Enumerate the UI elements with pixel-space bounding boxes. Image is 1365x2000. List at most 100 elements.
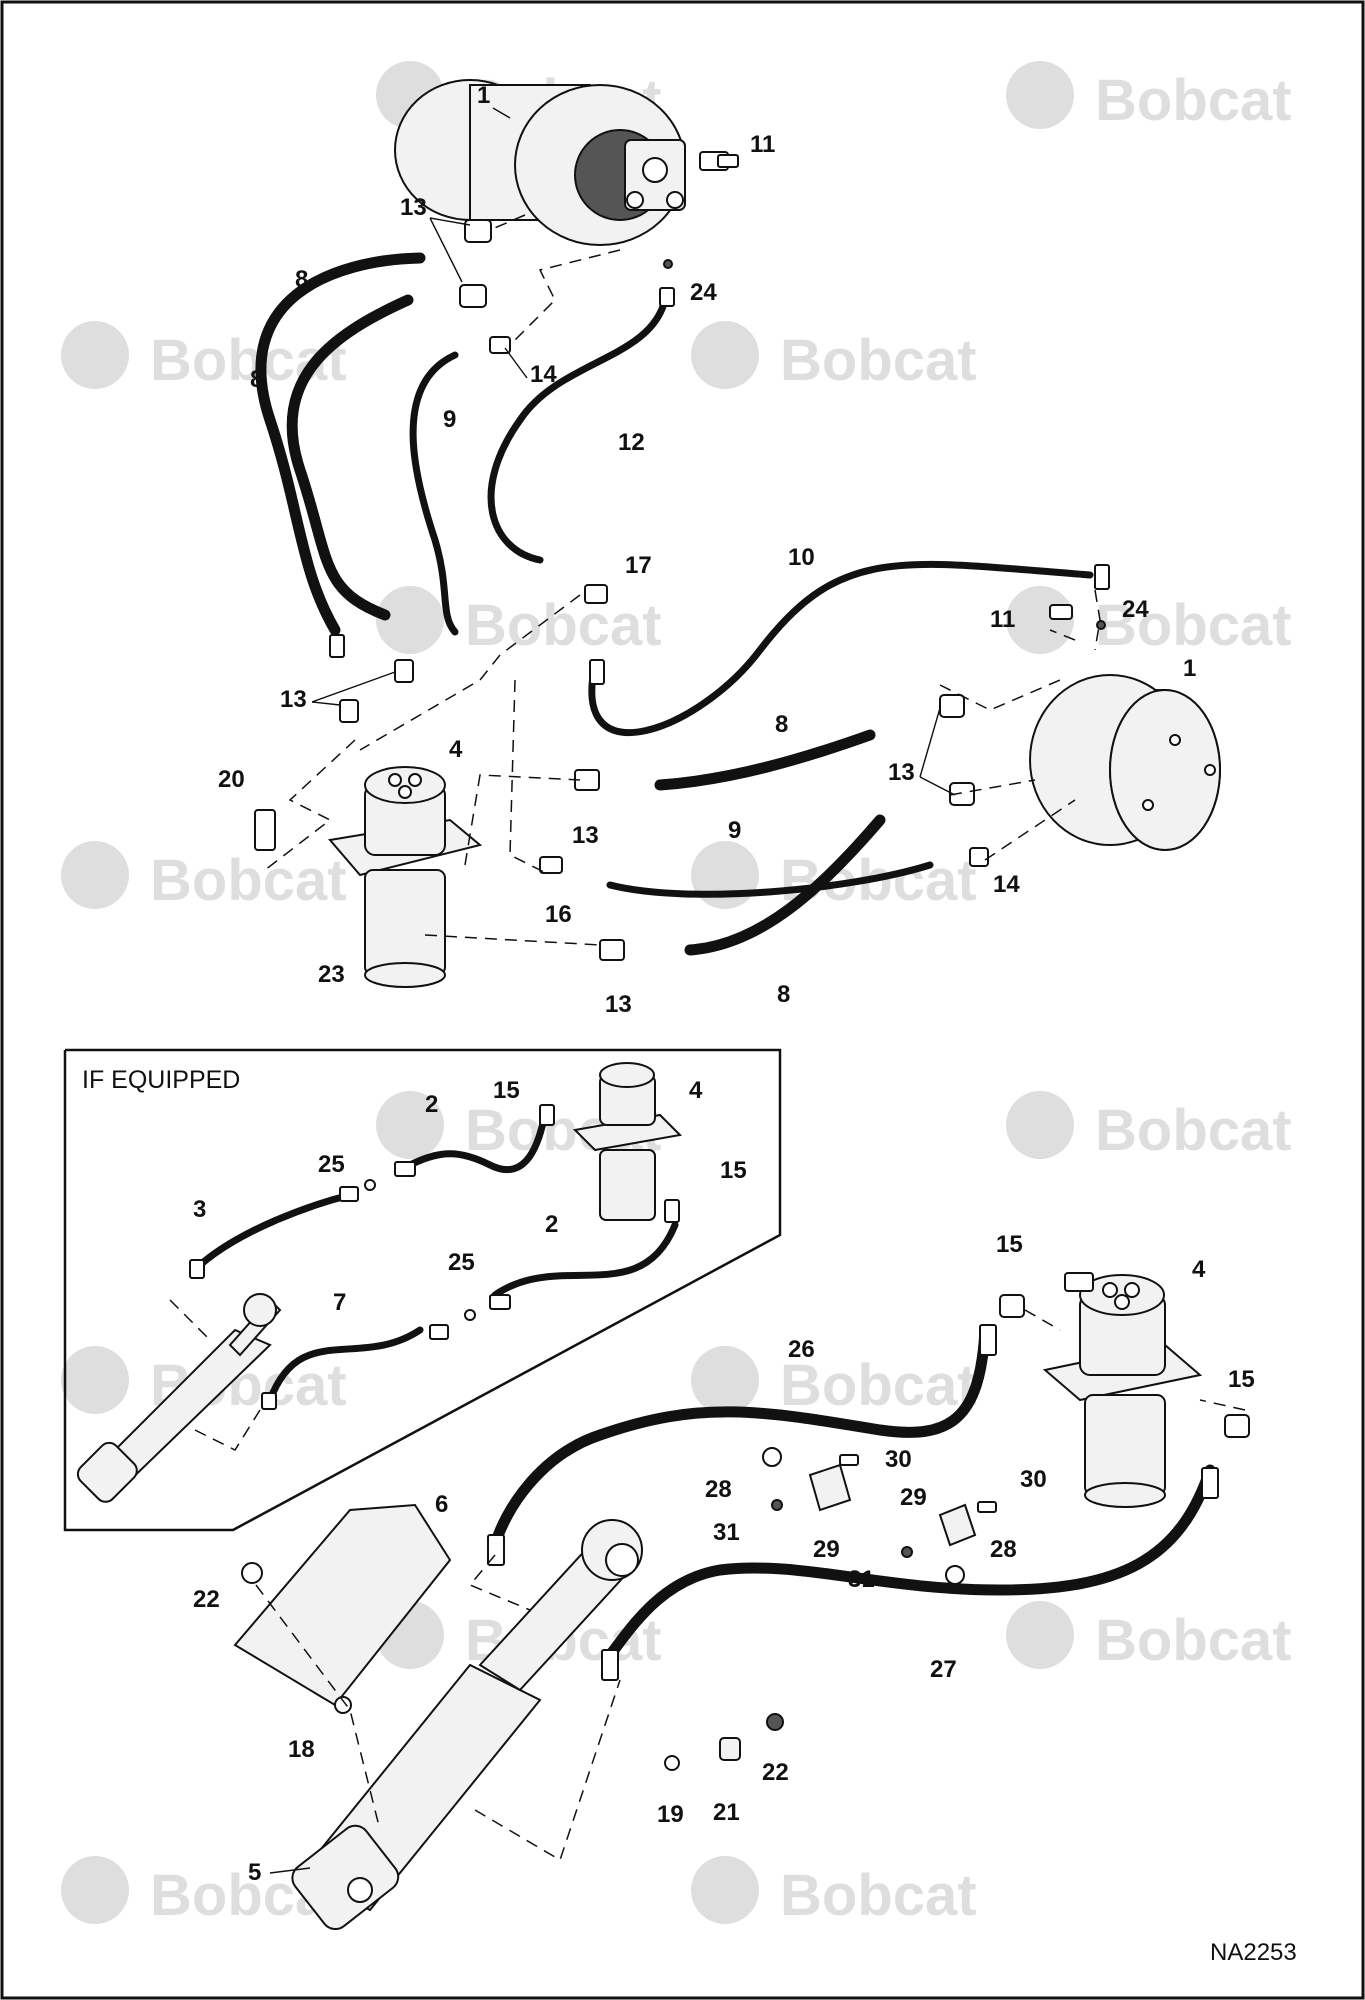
watermark-text: Bobcat	[465, 593, 662, 658]
drawing-id: NA2253	[1210, 1939, 1297, 1966]
hose-8-left-b	[286, 294, 414, 621]
callout-label: 24	[1122, 596, 1149, 623]
bobcat-head-icon	[691, 321, 759, 389]
hose-10	[588, 560, 1094, 737]
callout-label: 8	[250, 366, 263, 393]
callout-label: 16	[545, 901, 572, 928]
watermark-logo: Bobcat	[691, 1346, 977, 1418]
watermark-text: Bobcat	[780, 1863, 977, 1928]
watermark-text: Bobcat	[150, 848, 347, 913]
watermark-logo: Bobcat	[1006, 61, 1292, 133]
bobcat-head-icon	[61, 841, 129, 909]
watermark-logo: Bobcat	[1006, 1601, 1292, 1673]
callout-label: 30	[885, 1446, 912, 1473]
callout-label: 8	[295, 266, 308, 293]
callout-label: 4	[689, 1077, 703, 1104]
watermark-logo: Bobcat	[691, 841, 977, 913]
watermark-text: Bobcat	[1095, 1608, 1292, 1673]
hose-2-upper	[406, 1111, 549, 1174]
travel-motor-right	[1029, 674, 1221, 851]
washer-19	[664, 1755, 680, 1771]
swivel-inset	[572, 1062, 683, 1221]
callout-label: 18	[288, 1736, 315, 1763]
callout-label: 25	[448, 1249, 475, 1276]
hose-9-lower	[606, 861, 934, 898]
watermark-logo: Bobcat	[691, 1856, 977, 1928]
callout-label: 9	[443, 406, 456, 433]
nut-22-right	[766, 1713, 784, 1731]
bobcat-head-icon	[691, 1856, 759, 1924]
bobcat-head-icon	[61, 1856, 129, 1924]
elbow-15-lower-a	[999, 1294, 1025, 1318]
callout-label: 4	[449, 736, 463, 763]
nut-22-left	[241, 1562, 263, 1584]
watermark-logo: Bobcat	[61, 841, 347, 913]
clamp-assembly-lower	[901, 1501, 997, 1585]
elbow-15-lower-b	[1224, 1414, 1250, 1438]
watermark-group: Bobcat Bobcat Bobcat Bobcat Bobcat Bobca…	[61, 61, 1292, 1928]
callout-label: 22	[193, 1586, 220, 1613]
callout-label: 31	[848, 1566, 875, 1593]
hose-8-right-b	[684, 814, 886, 956]
cylinder-inset	[76, 1293, 282, 1503]
callout-label: 15	[996, 1231, 1023, 1258]
callout-label: 21	[713, 1799, 740, 1826]
callout-label: 31	[713, 1519, 740, 1546]
bobcat-head-icon	[61, 1346, 129, 1414]
watermark-text: Bobcat	[1095, 593, 1292, 658]
callout-label: 11	[750, 131, 775, 158]
hose-7	[266, 1326, 424, 1404]
callout-label: 1	[1183, 655, 1196, 682]
hose-2-lower	[491, 1221, 679, 1299]
callout-label: 2	[425, 1091, 438, 1118]
callout-label: 20	[218, 766, 245, 793]
callout-label: 2	[545, 1211, 558, 1238]
callout-label: 14	[530, 361, 557, 388]
callout-label: 29	[900, 1484, 927, 1511]
washer-18	[334, 1696, 352, 1714]
callout-label: 14	[993, 871, 1020, 898]
callout-label: 5	[248, 1859, 261, 1886]
callout-label: 13	[888, 759, 915, 786]
dashed-connections-lower	[255, 1309, 1246, 1862]
bobcat-head-icon	[691, 1346, 759, 1414]
callout-label: 4	[1192, 1256, 1206, 1283]
callout-label: 11	[990, 606, 1015, 633]
callout-label: 7	[333, 1289, 346, 1316]
callout-label: 27	[930, 1656, 957, 1683]
bobcat-head-icon	[1006, 586, 1074, 654]
callout-label: 8	[777, 981, 790, 1008]
callout-label: 10	[788, 544, 815, 571]
callout-label: 6	[435, 1491, 448, 1518]
callout-label: 12	[618, 429, 645, 456]
bobcat-head-icon	[376, 1091, 444, 1159]
dashed-connections-upper	[264, 214, 1101, 946]
watermark-logo: Bobcat	[1006, 1091, 1292, 1163]
callout-label: 8	[775, 711, 788, 738]
hose-12	[487, 296, 669, 564]
callout-label: 13	[280, 686, 307, 713]
inset-parts	[76, 1062, 683, 1503]
clamp-assembly-upper	[762, 1447, 859, 1512]
callout-label: 1	[477, 82, 490, 109]
inset-border	[63, 1048, 782, 1532]
cylinder-guard-6	[233, 1503, 452, 1707]
watermark-text: Bobcat	[1095, 1098, 1292, 1163]
bobcat-head-icon	[1006, 1091, 1074, 1159]
clip-21	[719, 1737, 741, 1761]
callout-label: 15	[493, 1077, 520, 1104]
callout-label: 15	[1228, 1366, 1255, 1393]
hose-9-upper	[409, 351, 459, 636]
callout-label: 30	[1020, 1466, 1047, 1493]
callout-label: 24	[690, 279, 717, 306]
callouts: 1 11 13 8 24 14 8 9 12 17 10 11 24 1 13 …	[193, 82, 1255, 1886]
callout-label: 13	[572, 822, 599, 849]
orifice-24-top	[663, 259, 673, 269]
callout-label: 22	[762, 1759, 789, 1786]
bolt-11-top	[699, 151, 739, 171]
callout-label: 28	[990, 1536, 1017, 1563]
callout-label: 13	[400, 194, 427, 221]
callout-label: 25	[318, 1151, 345, 1178]
